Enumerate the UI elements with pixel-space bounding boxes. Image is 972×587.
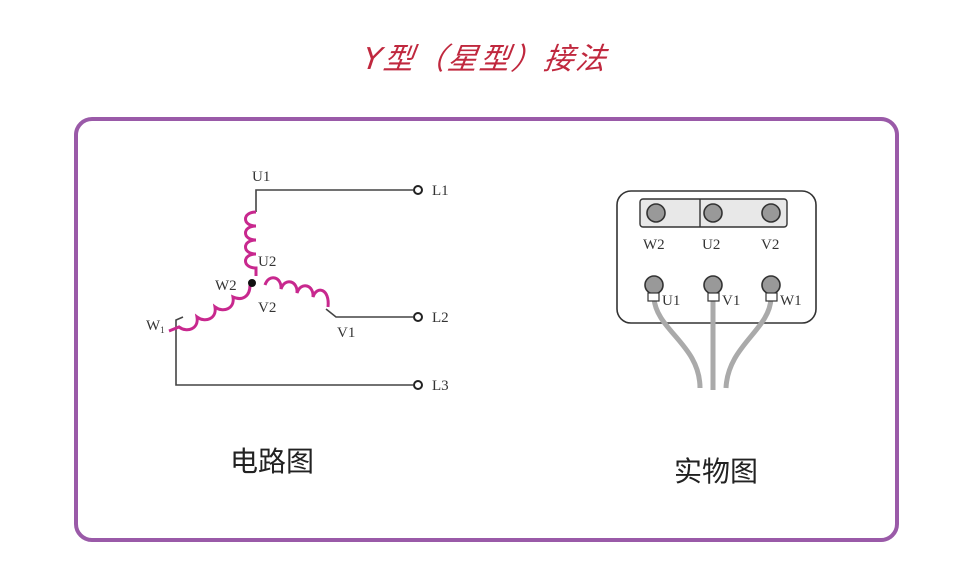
coil-w xyxy=(168,284,252,333)
wire-v1-l2 xyxy=(325,308,413,318)
circuit-diagram xyxy=(175,189,413,386)
terminal-v2-icon xyxy=(761,203,781,223)
terminal-box: W2 U2 V2 U1 V1 W1 xyxy=(616,190,817,390)
wire-u1-l1 xyxy=(255,189,413,212)
wire-w1-l3 xyxy=(175,316,413,386)
label-l3: L3 xyxy=(432,378,449,394)
label-u2: U2 xyxy=(258,254,276,270)
terminal-u2-icon xyxy=(703,203,723,223)
label-v1-box: V1 xyxy=(722,293,740,309)
coils xyxy=(168,210,330,333)
label-l1: L1 xyxy=(432,183,449,199)
label-w2-box: W2 xyxy=(643,237,665,253)
label-w1-box: W1 xyxy=(780,293,802,309)
terminal-v1-icon xyxy=(703,275,723,295)
terminal-w1-icon xyxy=(761,275,781,295)
terminal-w2-icon xyxy=(646,203,666,223)
diagram-frame xyxy=(74,117,899,542)
label-v2-box: V2 xyxy=(761,237,779,253)
physical-caption: 实物图 xyxy=(674,455,759,488)
terminal-l1-icon xyxy=(413,185,423,195)
terminal-u1-icon xyxy=(644,275,664,295)
terminal-l2-icon xyxy=(413,312,423,322)
label-w2: W2 xyxy=(215,278,237,294)
neutral-node xyxy=(248,279,256,287)
coil-u xyxy=(244,210,258,276)
label-l2: L2 xyxy=(432,310,449,326)
circuit-caption: 电路图 xyxy=(230,445,315,478)
coil-v xyxy=(263,276,330,308)
label-u1-box: U1 xyxy=(662,293,680,309)
label-u2-box: U2 xyxy=(702,237,720,253)
label-v2: V2 xyxy=(258,300,276,316)
label-u1: U1 xyxy=(252,169,270,185)
terminal-l3-icon xyxy=(413,380,423,390)
label-v1: V1 xyxy=(337,325,355,341)
label-w1: W1 xyxy=(146,318,165,335)
cables xyxy=(651,297,774,390)
terminals xyxy=(413,185,423,390)
